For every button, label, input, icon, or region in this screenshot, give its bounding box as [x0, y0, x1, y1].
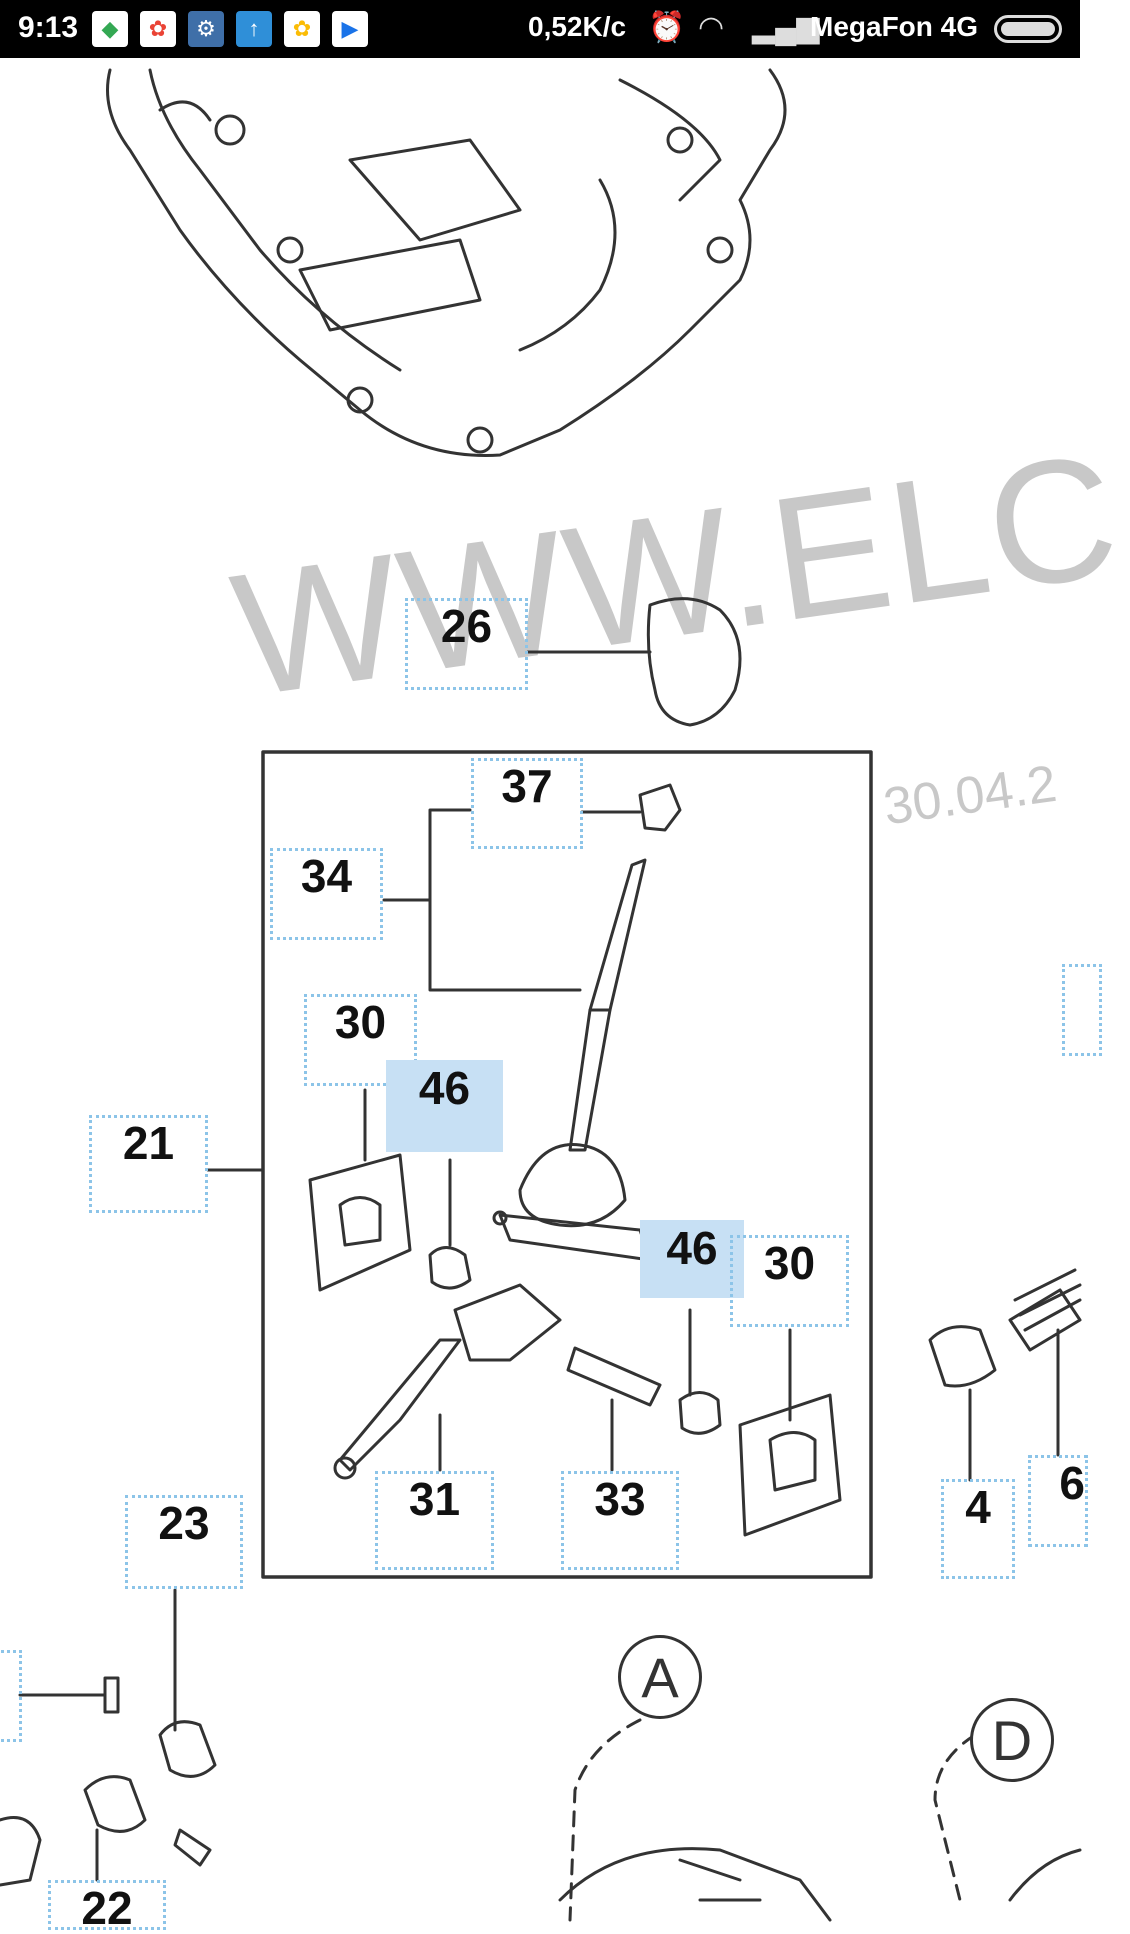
parts-diagram[interactable]: WWW.ELC 30.04.2: [0, 58, 1130, 1931]
callout-6[interactable]: 6: [1028, 1455, 1088, 1547]
detail-letter-d: D: [970, 1698, 1054, 1782]
callout-26[interactable]: 26: [405, 598, 528, 690]
photos-icon: ✿: [284, 11, 320, 47]
upload-icon: ↑: [236, 11, 272, 47]
gearbox-housing: [106, 68, 787, 457]
alarm-icon: ⏰: [648, 11, 686, 44]
play-store-icon: ▶: [332, 11, 368, 47]
assembly-frame: [261, 750, 873, 1579]
callout-22[interactable]: 22: [48, 1880, 166, 1931]
status-time: 9:13: [18, 11, 79, 44]
network-speed: 0,52K/c: [528, 11, 627, 42]
callout-33[interactable]: 33: [561, 1471, 679, 1570]
shift-knob: [526, 597, 742, 727]
callout-23[interactable]: 23: [125, 1495, 243, 1589]
callout-30-right[interactable]: 30: [730, 1235, 849, 1327]
callout-46-left-selected[interactable]: 46: [386, 1060, 503, 1152]
diagram-drawing: [0, 68, 1082, 1922]
battery-icon: [994, 15, 1062, 43]
callout-30-left[interactable]: 30: [304, 994, 417, 1086]
callout-31[interactable]: 31: [375, 1471, 494, 1570]
callout-partial-left[interactable]: [0, 1650, 22, 1742]
callout-partial-right[interactable]: [1062, 964, 1102, 1056]
settings-icon: ⚙: [188, 11, 224, 47]
plate-left: [308, 1088, 412, 1292]
signal-icon: ▂▄▆: [752, 11, 820, 44]
callout-46-right-selected[interactable]: 46: [640, 1220, 744, 1298]
callout-34[interactable]: 34: [270, 848, 383, 940]
plate-right: [738, 1328, 842, 1537]
wifi-icon: ◠: [698, 11, 725, 44]
selector-arm: [333, 1283, 562, 1480]
callout-37[interactable]: 37: [471, 758, 583, 849]
photos-icon: ✿: [140, 11, 176, 47]
detail-letter-a: A: [618, 1635, 702, 1719]
carrier-name: MegaFon 4G: [810, 11, 979, 42]
status-bar: 9:13 ◆ ✿ ⚙ ↑ ✿ ▶ 0,52K/c ⏰ ◠ ▂▄▆ MegaFon…: [0, 0, 1080, 58]
callout-21[interactable]: 21: [89, 1115, 208, 1213]
maps-icon: ◆: [92, 11, 128, 47]
shift-lever: [492, 858, 652, 1262]
callout-4[interactable]: 4: [941, 1479, 1015, 1579]
